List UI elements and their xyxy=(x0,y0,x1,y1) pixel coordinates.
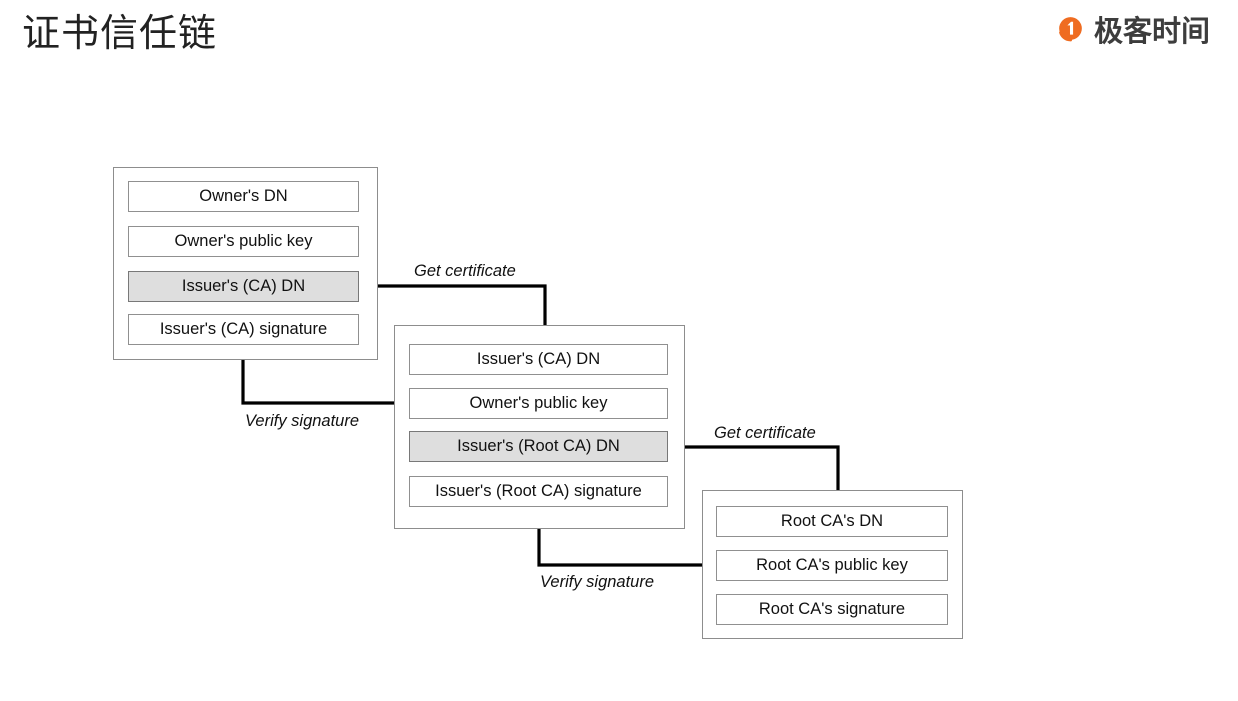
cert-field-issuer-ca-dn: Issuer's (CA) DN xyxy=(128,271,359,302)
connector-label-get-certificate-1: Get certificate xyxy=(414,262,516,280)
cert-field-owner-public-key-2: Owner's public key xyxy=(409,388,668,419)
connector-label-get-certificate-2: Get certificate xyxy=(714,424,816,442)
cert-field-root-ca-public-key: Root CA's public key xyxy=(716,550,948,581)
cert-field-root-ca-signature: Root CA's signature xyxy=(716,594,948,625)
geektime-logo-icon xyxy=(1059,16,1082,41)
cert-field-root-ca-dn: Root CA's DN xyxy=(716,506,948,537)
cert-field-issuer-root-ca-dn: Issuer's (Root CA) DN xyxy=(409,431,668,462)
connector-label-verify-signature-1: Verify signature xyxy=(245,412,360,430)
brand-logo: 极客时间 xyxy=(1054,8,1210,50)
connector-label-verify-signature-2: Verify signature xyxy=(540,573,655,591)
brand-name: 极客时间 xyxy=(1093,16,1210,48)
cert-field-issuer-ca-signature: Issuer's (CA) signature xyxy=(128,314,359,345)
cert-field-issuer-root-ca-signature: Issuer's (Root CA) signature xyxy=(409,476,668,507)
cert-field-issuer-ca-dn-2: Issuer's (CA) DN xyxy=(409,344,668,375)
page-title: 证书信任链 xyxy=(22,13,218,55)
cert-field-owner-public-key: Owner's public key xyxy=(128,226,359,257)
cert-field-owner-dn: Owner's DN xyxy=(128,181,359,212)
